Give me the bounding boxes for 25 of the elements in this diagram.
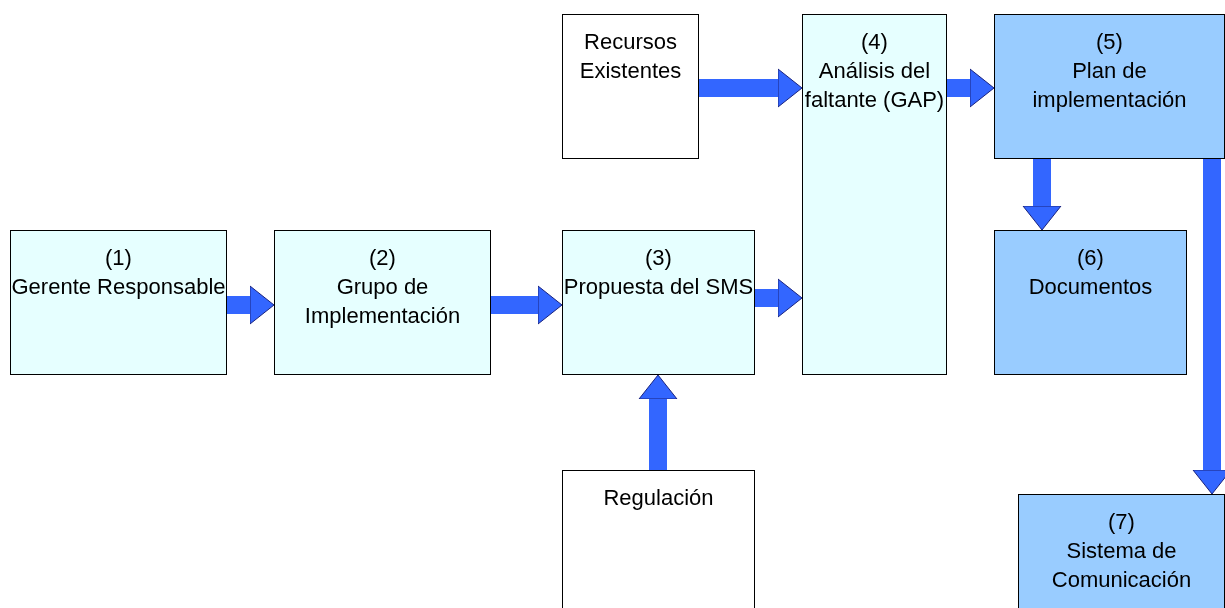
box-label: Recursos Existentes <box>578 28 683 85</box>
step-number: (3) <box>645 244 672 272</box>
process-box <box>274 230 491 375</box>
process-box <box>562 14 699 159</box>
box-label: Sistema de Comunicación <box>1050 537 1193 594</box>
box-label: Regulación <box>603 484 714 512</box>
process-box <box>1018 494 1225 608</box>
box-label: Gerente Responsable <box>11 273 226 301</box>
step-number: (7) <box>1108 508 1135 536</box>
box-label: Plan de implementación <box>1031 57 1188 114</box>
step-number: (2) <box>369 244 396 272</box>
box-label: Grupo de Implementación <box>303 273 462 330</box>
box-label: Documentos <box>1028 273 1153 301</box>
box-label: Análisis del faltante (GAP) <box>803 57 946 114</box>
process-box <box>994 14 1225 159</box>
process-box <box>802 14 947 375</box>
box-label: Propuesta del SMS <box>563 273 754 301</box>
step-number: (4) <box>861 28 888 56</box>
step-number: (5) <box>1096 28 1123 56</box>
step-number: (6) <box>1077 244 1104 272</box>
step-number: (1) <box>105 244 132 272</box>
process-box <box>994 230 1187 375</box>
process-box <box>10 230 227 375</box>
process-box <box>562 230 755 375</box>
process-box <box>562 470 755 608</box>
